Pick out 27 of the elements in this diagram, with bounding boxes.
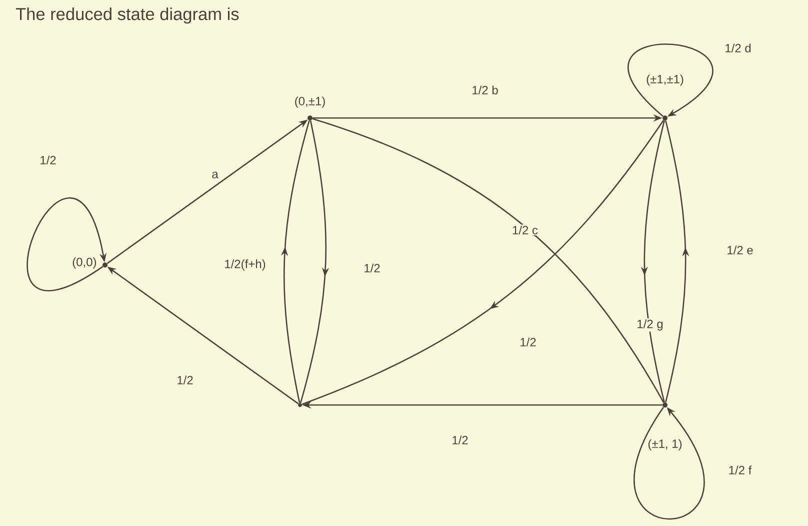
state-vertex: (0,±1) bbox=[295, 96, 325, 120]
state-vertex: (±1,±1) bbox=[646, 74, 684, 120]
edge-label: 1/2 bbox=[38, 154, 58, 166]
edge-label: 1/2 bbox=[450, 434, 470, 446]
edge-label: a bbox=[210, 170, 220, 180]
arrow bbox=[300, 120, 330, 404]
title: The reduced state diagram is bbox=[16, 8, 239, 24]
edge-label: 1/2 b bbox=[470, 84, 500, 96]
edge-label: 1/2 d bbox=[724, 42, 752, 54]
edge-label: 1/2 bbox=[518, 336, 538, 348]
node-label: (0,0) bbox=[72, 257, 96, 269]
state-vertex: (±1, 1) bbox=[648, 402, 682, 450]
node-label: (±1,±1) bbox=[646, 74, 684, 86]
loop-arrow bbox=[634, 406, 704, 520]
edge-label: 1/2 bbox=[362, 262, 382, 274]
edge-label: 1/2 g bbox=[636, 318, 664, 332]
edge-label: 1/2(f+h) bbox=[223, 258, 267, 272]
edge-label: 1/2 f bbox=[727, 464, 753, 476]
loop-arrow bbox=[628, 44, 712, 117]
arrow bbox=[280, 120, 310, 403]
edge-label: 1/2 e bbox=[726, 244, 754, 256]
edge-label: 1/2 bbox=[176, 374, 194, 386]
node-label: (±1, 1) bbox=[648, 439, 682, 450]
loop-arrow bbox=[27, 198, 106, 292]
state-vertex: (0,0) bbox=[72, 257, 108, 269]
edge-label: 1/2 c bbox=[511, 224, 539, 236]
node-label: (0,±1) bbox=[295, 96, 325, 108]
